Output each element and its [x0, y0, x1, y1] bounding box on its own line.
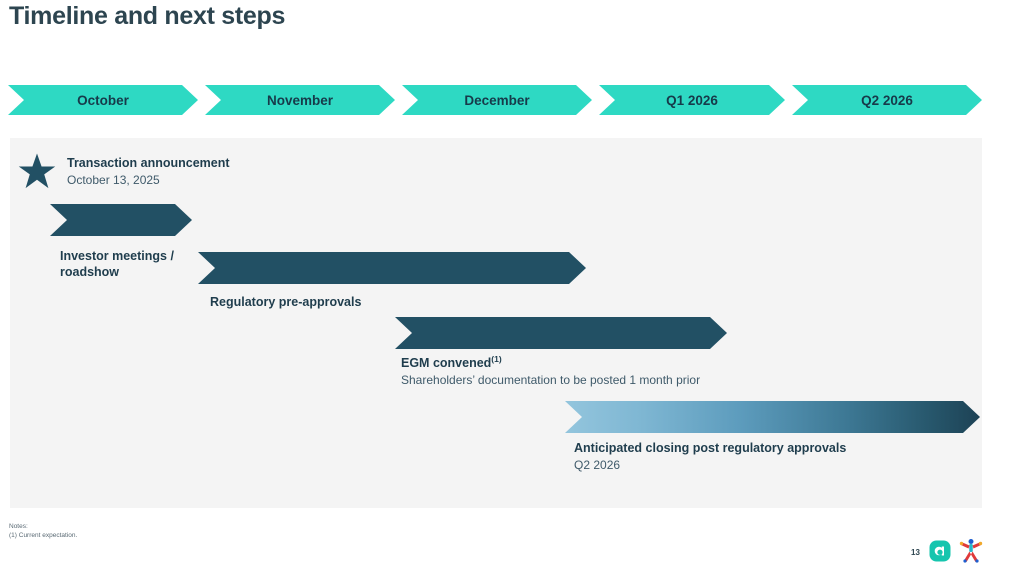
notes-block: Notes: (1) Current expectation.	[9, 522, 77, 540]
milestone-title-text: Investor meetings / roadshow	[60, 249, 174, 279]
milestone-title-text: EGM convened	[401, 356, 492, 370]
milestone-label-egm-convened: EGM convened(1) Shareholders’ documentati…	[401, 355, 700, 388]
milestone-bar-egm-convened	[395, 317, 727, 349]
phase-chevron-label: Q1 2026	[666, 92, 718, 108]
page-title: Timeline and next steps	[9, 2, 286, 30]
milestone-bar-regulatory-pre-approvals	[198, 252, 586, 284]
milestone-label-anticipated-closing: Anticipated closing post regulatory appr…	[574, 440, 846, 473]
brand-logo-a-icon	[929, 540, 951, 562]
phase-timeline-header: October November December Q1 2026 Q2 2026	[8, 85, 983, 115]
phase-chevron-label: November	[266, 92, 334, 108]
milestone-subtitle: Q2 2026	[574, 458, 621, 472]
page-number: 13	[911, 548, 920, 557]
milestone-bar-investor-meetings-roadshow	[50, 204, 192, 236]
milestone-title-text: Transaction announcement	[67, 156, 230, 170]
notes-heading: Notes:	[9, 523, 28, 530]
phase-chevron-label: October	[77, 92, 129, 108]
phase-chevron-4[interactable]: Q1 2026	[599, 85, 785, 115]
phase-chevron-label: December	[464, 92, 530, 108]
milestone-title: Investor meetings / roadshow	[60, 248, 174, 280]
milestone-title: EGM convened(1)	[401, 355, 700, 371]
milestone-title: Anticipated closing post regulatory appr…	[574, 440, 846, 456]
milestone-title: Transaction announcement	[67, 155, 230, 171]
phase-chevron-1[interactable]: October	[8, 85, 198, 115]
note-item: (1) Current expectation.	[9, 532, 78, 539]
milestone-label-investor-meetings-roadshow: Investor meetings / roadshow	[60, 248, 174, 280]
milestone-footnote-marker: (1)	[491, 353, 502, 364]
phase-chevron-5[interactable]: Q2 2026	[792, 85, 982, 115]
milestone-subtitle: October 13, 2025	[67, 173, 160, 187]
brand-logo-figure-icon	[959, 538, 983, 563]
milestone-label-regulatory-pre-approvals: Regulatory pre-approvals	[210, 294, 361, 310]
phase-chevron-2[interactable]: November	[205, 85, 395, 115]
milestone-title-text: Regulatory pre-approvals	[210, 295, 362, 309]
phase-chevron-label: Q2 2026	[861, 92, 913, 108]
milestone-title: Regulatory pre-approvals	[210, 294, 361, 310]
phase-chevron-3[interactable]: December	[402, 85, 592, 115]
milestone-bar-anticipated-closing	[565, 401, 980, 433]
milestone-subtitle: Shareholders’ documentation to be posted…	[401, 373, 701, 387]
star-icon	[18, 152, 56, 190]
milestone-title-text: Anticipated closing post regulatory appr…	[574, 441, 847, 455]
